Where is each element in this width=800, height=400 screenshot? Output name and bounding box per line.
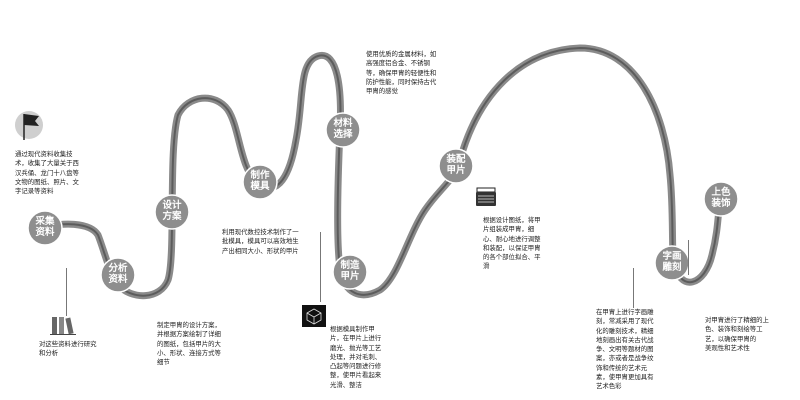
connector-line bbox=[688, 240, 689, 275]
node-label-line-2: 资料 bbox=[108, 273, 128, 285]
step-node-collect: 采集资料 bbox=[27, 210, 63, 246]
node-label-line-1: 制作 bbox=[250, 169, 270, 181]
books-icon bbox=[50, 317, 76, 335]
connector-line bbox=[66, 268, 67, 316]
step-description-material: 使用优质的金属材料，如 高强度铝合金、不锈钢 等，确保甲胄的轻便性和 防护性能，… bbox=[366, 50, 437, 96]
svg-text:分析资料: 分析资料 bbox=[108, 262, 128, 285]
node-label-line-2: 方案 bbox=[162, 210, 182, 222]
armor-icon bbox=[476, 187, 496, 206]
node-label-line-1: 材料 bbox=[332, 117, 353, 129]
step-description-analyze: 对这些资料进行研究 和分析 bbox=[39, 340, 97, 358]
step-description-manufacture: 根据模具制作甲 片，在甲片上进行 磨光、抛光等工艺 处理，并对毛刺、 凸起等问题… bbox=[330, 325, 382, 389]
node-label-line-1: 制造 bbox=[340, 259, 360, 271]
step-description-collect: 通过现代资料收集技 术，收集了大量关于西 汉兵俑、龙门十八盘等 文物的图纸、照片… bbox=[15, 150, 79, 196]
step-node-engrave: 字画雕刻 bbox=[654, 245, 690, 281]
flag-icon bbox=[15, 111, 43, 140]
node-label-line-1: 采集 bbox=[34, 215, 55, 227]
node-label-line-2: 雕刻 bbox=[662, 261, 681, 273]
node-label-line-2: 模具 bbox=[250, 180, 270, 192]
node-label-line-2: 资料 bbox=[35, 226, 55, 238]
svg-text:材料选择: 材料选择 bbox=[332, 117, 353, 140]
step-node-analyze: 分析资料 bbox=[100, 257, 136, 293]
cube-icon bbox=[302, 305, 326, 327]
node-label-line-1: 上色 bbox=[711, 186, 731, 198]
step-description-design: 制定甲胄的设计方案， 并根据方案绘制了详细 的图纸，包括甲片的大 小、形状、连接… bbox=[157, 321, 221, 367]
svg-text:设计方案: 设计方案 bbox=[162, 199, 182, 222]
step-node-assemble: 装配甲片 bbox=[438, 148, 474, 184]
connector-line bbox=[633, 268, 634, 308]
connector-line bbox=[320, 232, 321, 302]
step-description-paint: 对甲胄进行了精细的上 色、装饰和刻绘等工 艺，以确保甲胄的 美观性和艺术性 bbox=[705, 316, 769, 352]
svg-text:上色装饰: 上色装饰 bbox=[710, 186, 731, 209]
node-label-line-2: 甲片 bbox=[340, 270, 359, 282]
node-label-line-1: 字画 bbox=[662, 250, 681, 262]
node-label-line-2: 甲片 bbox=[446, 164, 465, 176]
step-node-manufacture: 制造甲片 bbox=[332, 254, 368, 290]
node-label-line-1: 分析 bbox=[108, 262, 128, 274]
step-node-mold: 制作模具 bbox=[242, 164, 278, 200]
svg-text:字画雕刻: 字画雕刻 bbox=[662, 250, 681, 273]
step-description-mold: 利用现代数控技术制作了一 批模具，模具可以高效地生 产出相同大小、形状的甲片 bbox=[222, 228, 299, 255]
step-node-paint: 上色装饰 bbox=[703, 181, 739, 217]
node-label-line-2: 选择 bbox=[333, 128, 353, 140]
step-description-engrave: 在甲胄上进行字画雕 刻，常减采用了现代 化的雕刻技术，精细 地刻画出有关古代战 … bbox=[596, 308, 654, 391]
svg-text:制作模具: 制作模具 bbox=[250, 169, 270, 192]
node-label-line-1: 设计 bbox=[162, 199, 182, 211]
svg-text:采集资料: 采集资料 bbox=[34, 215, 55, 238]
node-label-line-1: 装配 bbox=[445, 153, 466, 165]
step-description-assemble: 根据设计图纸，将甲 片组装成甲胄，细 心、耐心地进行调整 和装配，以保证甲胄 的… bbox=[483, 216, 541, 271]
step-node-material: 材料选择 bbox=[325, 112, 361, 148]
node-label-line-2: 装饰 bbox=[710, 197, 731, 209]
svg-text:制造甲片: 制造甲片 bbox=[340, 259, 360, 282]
step-node-design: 设计方案 bbox=[154, 194, 190, 230]
svg-text:装配甲片: 装配甲片 bbox=[445, 153, 466, 176]
